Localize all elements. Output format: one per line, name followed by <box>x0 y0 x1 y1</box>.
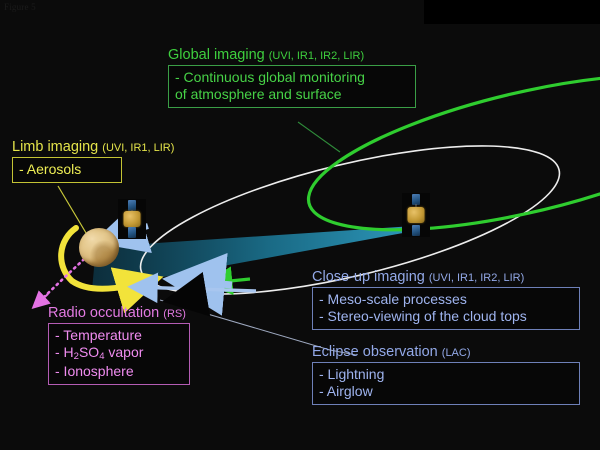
close-up-imaging-instruments: (UVI, IR1, IR2, LIR) <box>428 272 525 284</box>
venus-cloud-mottling <box>79 228 119 267</box>
limb-imaging-heading: Limb imaging (UVI, IR1, LIR) <box>12 139 175 155</box>
orbit-direction-arrow-lower <box>162 252 233 316</box>
solar-panel-upper <box>128 200 136 211</box>
annotation-global-imaging: Global imaging (UVI, IR1, IR2, LIR) - Co… <box>168 47 416 109</box>
vapor-suffix: vapor <box>104 344 144 361</box>
limb-imaging-box: - Aerosols <box>12 157 122 184</box>
radio-occultation-instruments: (RS) <box>163 308 186 320</box>
black-masking-patch <box>424 0 600 24</box>
eclipse-observation-item: - Airglow <box>319 383 373 400</box>
radio-occultation-item: - H2SO4 vapor <box>55 344 183 363</box>
spacecraft-bus <box>123 211 141 227</box>
close-up-imaging-box: - Meso-scale processes - Stereo-viewing … <box>312 287 580 331</box>
figure-caption: Figure 5 <box>4 2 36 12</box>
global-imaging-instruments: (UVI, IR1, IR2, LIR) <box>268 50 365 62</box>
solar-panel-lower <box>128 227 136 238</box>
radio-occultation-title: Radio occultation <box>48 305 160 321</box>
annotation-close-up-imaging: Close-up imaging (UVI, IR1, IR2, LIR) - … <box>312 269 580 331</box>
eclipse-observation-box: - Lightning - Airglow <box>312 362 580 406</box>
global-imaging-item: - Continuous global monitoring <box>175 69 365 86</box>
annotation-eclipse-observation: Eclipse observation (LAC) - Lightning - … <box>312 344 580 406</box>
radio-occultation-heading: Radio occultation (RS) <box>48 305 190 321</box>
vapor-subscript-2: 2 <box>73 351 79 363</box>
global-imaging-heading: Global imaging (UVI, IR1, IR2, LIR) <box>168 47 416 63</box>
shadow-direction-arrow <box>162 272 211 317</box>
vapor-middle: SO <box>78 344 100 361</box>
eclipse-observation-item: - Lightning <box>319 366 385 383</box>
close-up-imaging-heading: Close-up imaging (UVI, IR1, IR2, LIR) <box>312 269 580 285</box>
vapor-prefix: - H <box>55 344 74 361</box>
limb-imaging-arc <box>58 225 164 314</box>
close-up-imaging-item: - Stereo-viewing of the cloud tops <box>319 308 527 325</box>
global-imaging-item: of atmosphere and surface <box>175 86 342 103</box>
vapor-subscript-4: 4 <box>99 351 105 363</box>
antenna-mast <box>415 204 417 209</box>
global-imaging-coverage-ellipse <box>306 73 600 232</box>
global-imaging-title: Global imaging <box>168 47 265 63</box>
orbiter-near-periapsis <box>118 199 146 239</box>
close-up-imaging-item: - Meso-scale processes <box>319 291 467 308</box>
radio-occultation-item: - Ionosphere <box>55 362 134 379</box>
annotation-radio-occultation: Radio occultation (RS) - Temperature - H… <box>48 305 190 386</box>
eclipse-observation-heading: Eclipse observation (LAC) <box>312 344 580 360</box>
solar-panel-lower <box>412 225 420 236</box>
limb-imaging-title: Limb imaging <box>12 139 99 155</box>
radio-occultation-item: - Temperature <box>55 327 142 344</box>
eclipse-observation-title: Eclipse observation <box>312 344 438 360</box>
orbit-direction-arrow-long <box>127 272 257 304</box>
limb-imaging-item: - Aerosols <box>19 161 82 178</box>
global-imaging-callout-leader <box>297 121 341 153</box>
annotation-limb-imaging: Limb imaging (UVI, IR1, LIR) - Aerosols <box>12 139 175 184</box>
eclipse-observation-instruments: (LAC) <box>441 347 471 359</box>
close-up-callout-leader <box>159 299 357 356</box>
venus-planet <box>79 228 119 267</box>
solar-panel-upper <box>412 194 420 205</box>
spacecraft-bus <box>407 207 425 223</box>
global-imaging-box: - Continuous global monitoring of atmosp… <box>168 65 416 109</box>
radio-occultation-arrow <box>31 290 51 310</box>
limb-imaging-instruments: (UVI, IR1, LIR) <box>102 142 175 154</box>
close-up-imaging-title: Close-up imaging <box>312 269 425 285</box>
orbiter-near-apoapsis <box>402 193 430 237</box>
radio-occultation-box: - Temperature - H2SO4 vapor - Ionosphere <box>48 323 190 386</box>
